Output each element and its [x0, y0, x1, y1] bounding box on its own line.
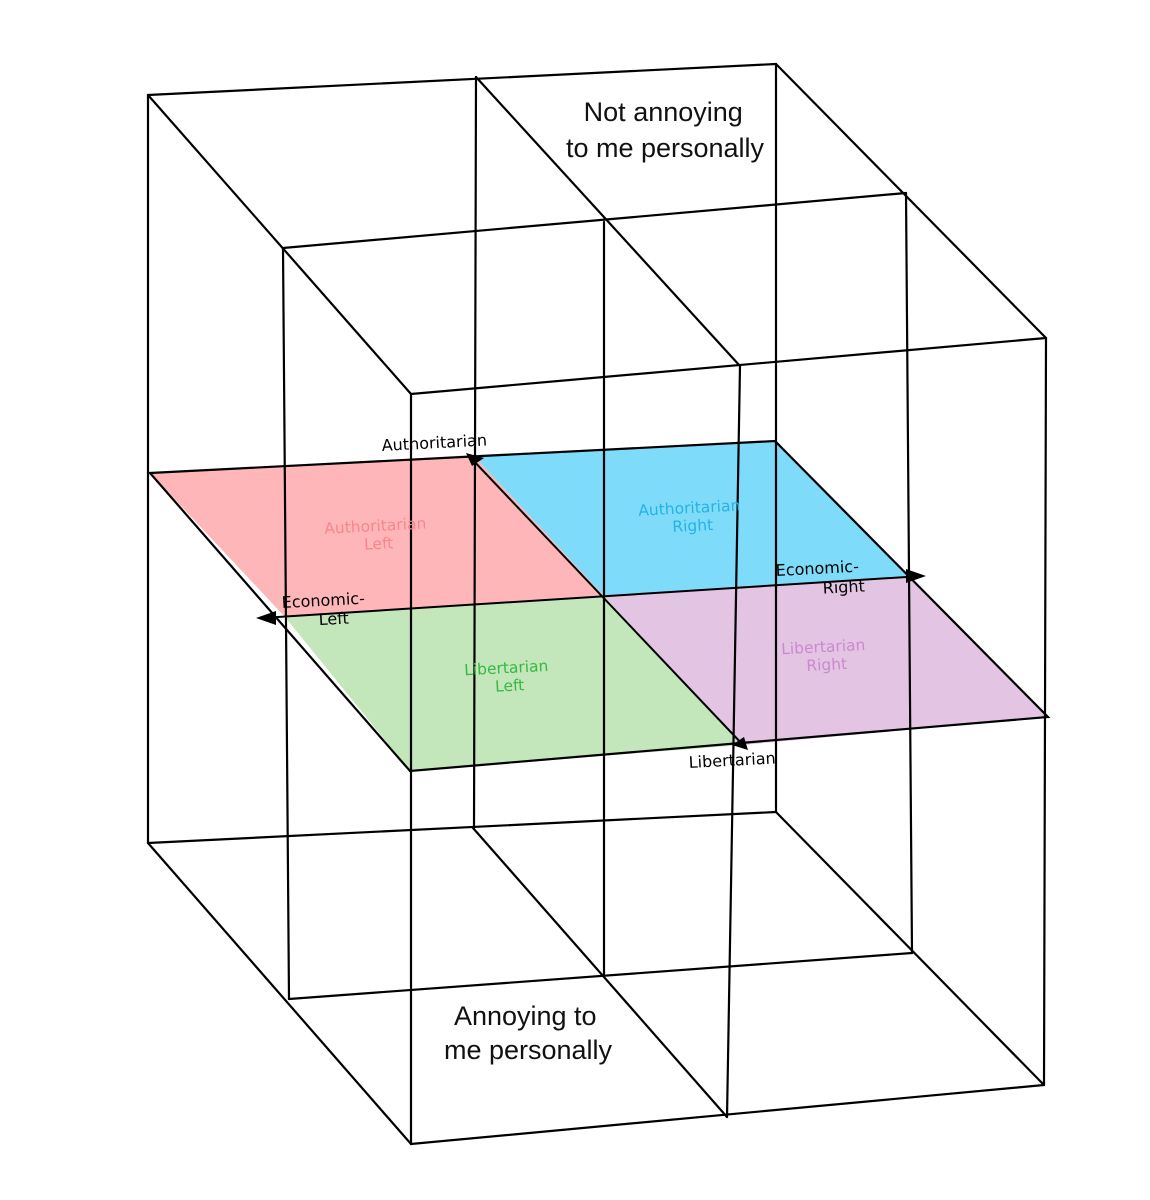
auth-right-line1: Authoritarian [638, 496, 741, 519]
arrow-right-icon [906, 569, 926, 583]
plane-outline [147, 439, 1051, 773]
lib-left-label: Libertarian Left [464, 657, 555, 698]
lib-right-label: Libertarian Right [781, 636, 872, 677]
lib-left-line2: Left [495, 676, 525, 696]
auth-left-line2: Left [364, 534, 394, 554]
level-captions: Not annoying to me personally Annoying t… [444, 97, 765, 1065]
caption-bottom-line1: Annoying to [454, 1001, 597, 1031]
caption-top-line1: Not annoying [584, 97, 743, 127]
economic-left-line1: Economic- [281, 589, 365, 612]
lib-right-line2: Right [806, 655, 848, 675]
caption-bottom: Annoying to me personally [444, 1001, 613, 1065]
caption-top-line2: to me personally [566, 133, 765, 163]
caption-top: Not annoying to me personally [566, 97, 765, 163]
economic-right-line2: Right [822, 576, 865, 597]
quadrant-auth-right [473, 441, 910, 597]
compass-axes [256, 453, 926, 750]
axis-label-libertarian: Libertarian [688, 748, 776, 772]
economic-left-line2: Left [318, 609, 349, 630]
quadrant-labels: Authoritarian Left Authoritarian Right L… [324, 496, 872, 698]
auth-right-line2: Right [672, 516, 714, 536]
quadrant-lib-left [285, 597, 742, 771]
lib-right-line1: Libertarian [781, 636, 866, 658]
auth-left-label: Authoritarian Left [324, 514, 433, 556]
lib-left-line1: Libertarian [464, 657, 549, 679]
auth-right-label: Authoritarian Right [638, 496, 747, 538]
axis-label-economic-left: Economic- Left [281, 588, 371, 631]
axis-labels: Authoritarian Libertarian Economic- Left… [281, 431, 865, 772]
quadrant-auth-left [150, 455, 605, 617]
horizontal-axis [261, 575, 923, 619]
vertical-axis [469, 456, 745, 747]
axis-label-authoritarian: Authoritarian [381, 431, 487, 455]
economic-right-line1: Economic- [775, 557, 859, 580]
auth-left-line1: Authoritarian [324, 514, 427, 537]
arrow-down-icon [732, 737, 748, 750]
compass-plane [150, 441, 1048, 771]
arrow-up-icon [466, 453, 484, 466]
arrow-left-icon [256, 611, 276, 625]
axis-label-economic-right: Economic- Right [775, 556, 865, 600]
caption-bottom-line2: me personally [444, 1035, 613, 1065]
quadrant-lib-right [605, 577, 1048, 745]
cube-wireframe [146, 62, 1048, 1146]
